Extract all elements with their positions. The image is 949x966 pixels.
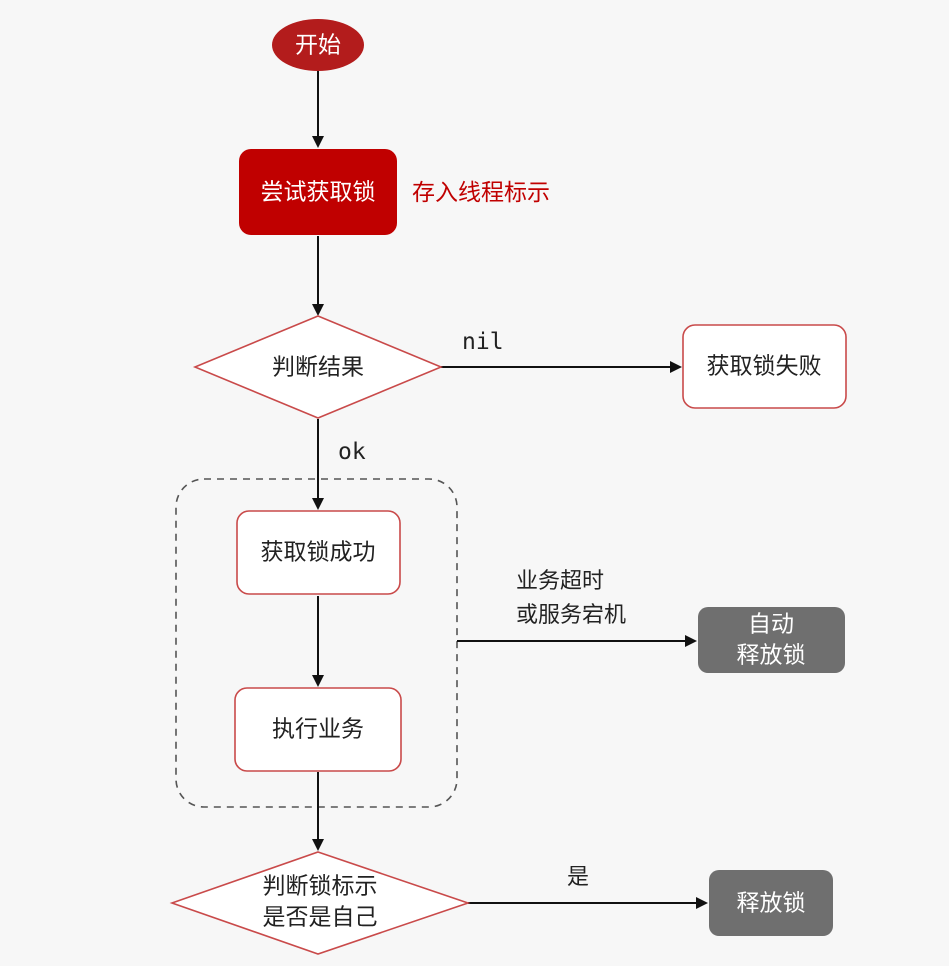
execute-business-label: 执行业务 <box>272 717 364 743</box>
lock-success-node <box>236 510 401 595</box>
try-lock-label: 尝试获取锁 <box>261 180 376 206</box>
try-lock-node <box>239 149 397 235</box>
judge-owner-label-line1: 判断锁标示 <box>263 874 378 900</box>
lock-success-label: 获取锁成功 <box>261 540 376 566</box>
execute-business-node <box>234 687 402 772</box>
timeout-label-line1: 业务超时 <box>516 569 604 594</box>
lock-fail-label: 获取锁失败 <box>707 354 822 380</box>
release-lock-node <box>709 870 833 936</box>
dashed-group-box <box>175 478 458 808</box>
try-lock-note: 存入线程标示 <box>412 180 550 206</box>
lock-fail-node <box>682 324 847 409</box>
judge-owner-diamond <box>169 851 471 955</box>
judge-owner-label-line2: 是否是自己 <box>263 905 378 931</box>
release-lock-label: 释放锁 <box>737 891 806 917</box>
judge-result-label: 判断结果 <box>272 355 364 381</box>
yes-label: 是 <box>567 865 589 890</box>
auto-release-label-line2: 释放锁 <box>737 643 806 669</box>
nil-label: nil <box>462 329 504 355</box>
start-label: 开始 <box>295 33 341 59</box>
timeout-label-line2: 或服务宕机 <box>516 603 626 628</box>
auto-release-label-line1: 自动 <box>748 612 794 638</box>
start-node <box>272 19 364 71</box>
judge-result-diamond <box>192 315 444 419</box>
ok-label: ok <box>338 439 366 465</box>
auto-release-node <box>698 607 845 673</box>
